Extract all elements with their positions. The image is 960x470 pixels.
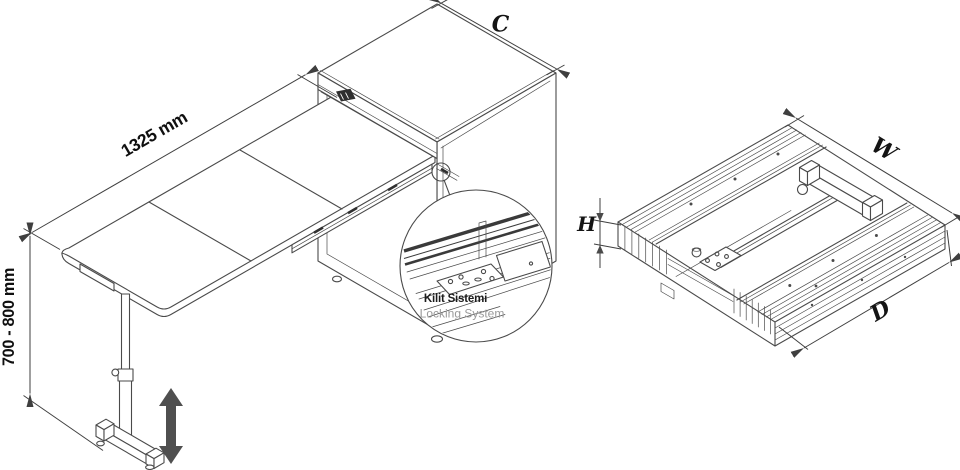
width-label: W <box>866 132 903 168</box>
leg-foot <box>95 418 165 470</box>
height-label: H <box>576 212 597 236</box>
rail-clamp-block <box>495 240 551 282</box>
extended-view: 1325 mm 700 - 800 mm C <box>0 0 571 470</box>
dim-h: H <box>576 198 622 268</box>
callout-subtitle: Locking System <box>420 307 505 321</box>
platform-outline <box>617 124 946 347</box>
cabinet-foot <box>331 275 343 283</box>
locking-system-callout: Kilit Sistemi Locking System <box>399 189 553 343</box>
leg-mount-bracket <box>79 263 115 292</box>
leg-adjust-collar <box>117 368 134 382</box>
foot-glide <box>145 464 155 470</box>
folded-platform <box>617 124 946 347</box>
callout-title: Kilit Sistemi <box>424 293 487 305</box>
leg-roller <box>796 183 809 196</box>
brand-mark <box>336 88 356 102</box>
length-dimension-label: 1325 mm <box>117 107 190 161</box>
callout-detail-art <box>403 204 551 335</box>
locking-block <box>660 246 742 300</box>
height-dimension-label: 700 - 800 mm <box>0 268 18 366</box>
cabinet-foot <box>430 335 444 343</box>
dim-height-range: 700 - 800 mm <box>0 222 104 451</box>
height-adjust-arrow-icon <box>159 388 183 464</box>
cabinet-width-label: C <box>492 12 510 38</box>
leg-lock-knob <box>111 368 120 377</box>
depth-label: D <box>865 295 895 328</box>
folded-view: W H D <box>576 107 960 358</box>
dim-c: C <box>428 0 571 79</box>
table-leg <box>111 293 134 442</box>
detail-marker-circle <box>431 162 451 196</box>
foot-glide <box>96 440 105 447</box>
